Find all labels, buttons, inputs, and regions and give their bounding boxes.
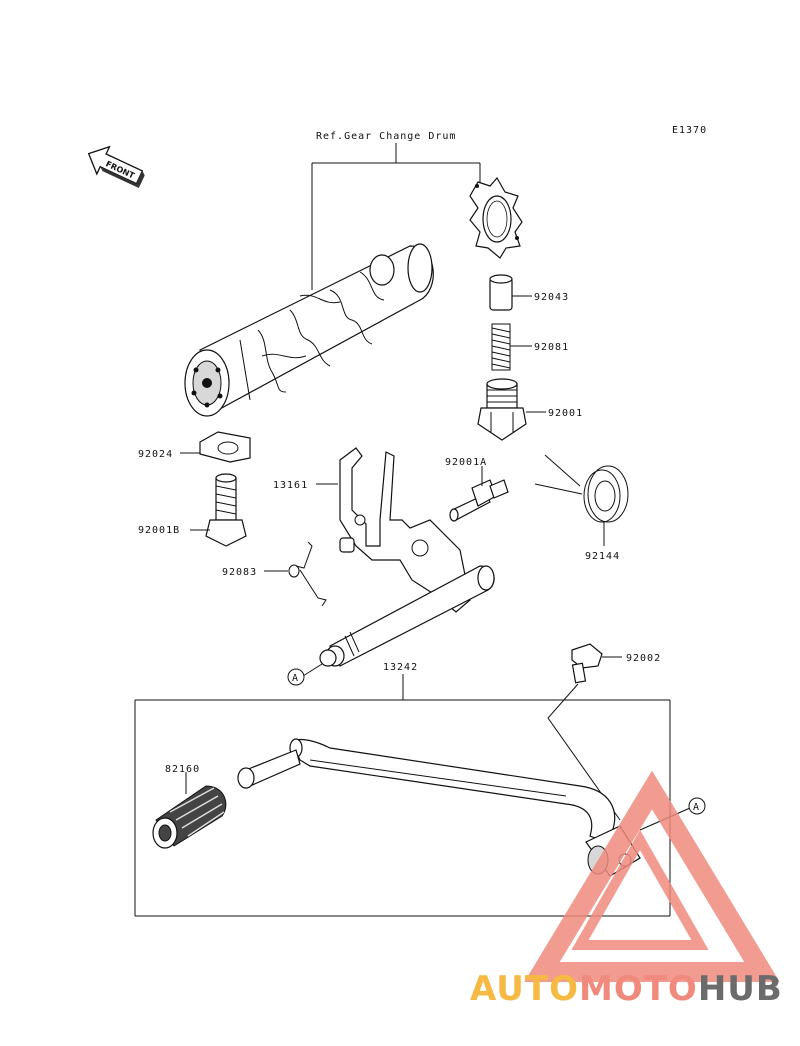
watermark-text: AUTOMOTOHUB — [470, 969, 783, 1009]
part-92001b-bolt — [205, 473, 247, 547]
part-92043-pin — [489, 274, 513, 311]
ref-marker-a2: A — [693, 802, 700, 813]
label-92043: 92043 — [534, 292, 569, 303]
part-92024-washer — [199, 431, 251, 463]
part-92083-spring — [288, 541, 327, 607]
label-13242: 13242 — [383, 662, 418, 673]
label-92081: 92081 — [534, 342, 569, 353]
part-92081-spring — [491, 323, 511, 371]
front-arrow-icon: FRONT — [87, 145, 145, 189]
gear-change-drum — [184, 243, 434, 417]
label-92144: 92144 — [585, 551, 620, 562]
label-92001: 92001 — [548, 408, 583, 419]
part-92001a-stud — [449, 479, 509, 522]
ref-marker-a1: A — [292, 673, 299, 684]
watermark-part3: HUB — [698, 969, 783, 1009]
label-92083: 92083 — [222, 567, 257, 578]
label-92002: 92002 — [626, 653, 661, 664]
watermark-part1: AUTO — [470, 969, 579, 1009]
watermark-part2: MOTO — [579, 969, 698, 1009]
part-92144-torsion-spring — [534, 454, 629, 523]
label-92024: 92024 — [138, 449, 173, 460]
ref-label: Ref.Gear Change Drum — [316, 131, 456, 142]
label-92001b: 92001B — [138, 525, 180, 536]
label-13161: 13161 — [273, 480, 308, 491]
part-82160-pedal-rubber — [152, 785, 227, 849]
shift-pedal — [237, 738, 641, 877]
shift-shaft — [319, 565, 495, 667]
diagram-code: E1370 — [672, 125, 707, 136]
label-92001a: 92001A — [445, 457, 487, 468]
drum-cam-plate — [469, 176, 523, 259]
automotohub-watermark-logo: AUTOMOTOHUB — [470, 770, 783, 1009]
ref-bracket — [311, 143, 481, 290]
part-92002-bolt — [571, 643, 603, 684]
part-92001-bolt — [477, 378, 527, 441]
label-82160: 82160 — [165, 764, 200, 775]
part-13161-shift-mechanism — [339, 447, 471, 613]
